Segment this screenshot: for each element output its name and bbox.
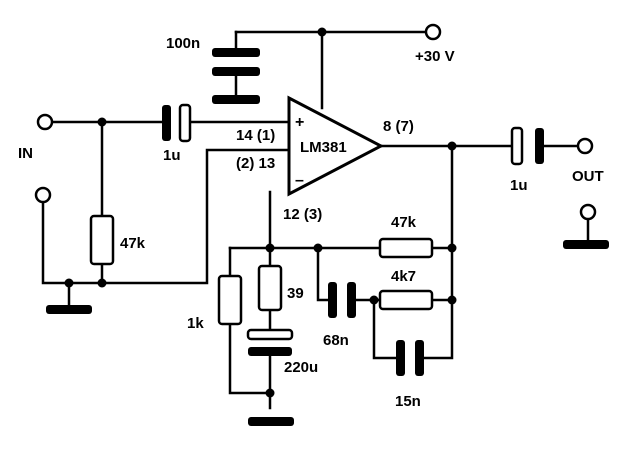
supply-terminal xyxy=(424,23,442,41)
resistor-4k7 xyxy=(378,289,434,311)
capacitor-220u xyxy=(246,328,294,356)
ground-symbol-top xyxy=(212,95,260,104)
label-cap-100n: 100n xyxy=(166,35,200,52)
label-output: OUT xyxy=(572,168,604,185)
ground-symbol-left xyxy=(46,305,92,314)
label-cap-68n: 68n xyxy=(323,332,349,349)
label-ic: LM381 xyxy=(300,139,347,156)
ground-symbol-output xyxy=(563,240,609,249)
inverting-sign: – xyxy=(295,172,304,189)
resistor-47k-feedback xyxy=(378,237,434,259)
junction-dots xyxy=(64,27,457,398)
capacitor-68n xyxy=(328,282,356,318)
capacitor-100n xyxy=(212,48,260,76)
resistor-47k-input xyxy=(89,214,115,266)
label-cap-15n: 15n xyxy=(395,393,421,410)
resistor-39 xyxy=(257,264,283,312)
label-r-47k-feedback: 47k xyxy=(391,214,417,231)
label-r-1k: 1k xyxy=(187,315,204,332)
label-pin-ground: 12 (3) xyxy=(283,206,322,223)
label-r-47k-input: 47k xyxy=(120,235,146,252)
label-cap-220u: 220u xyxy=(284,359,318,376)
label-cap-1u-input: 1u xyxy=(163,147,181,164)
label-r-39: 39 xyxy=(287,285,304,302)
output-terminal xyxy=(576,137,594,155)
ground-symbol-bottom xyxy=(248,417,294,426)
label-pin-noninverting: 14 (1) xyxy=(236,127,275,144)
capacitor-1u-output xyxy=(510,126,544,166)
output-ground-terminal xyxy=(579,203,597,221)
label-cap-1u-output: 1u xyxy=(510,177,528,194)
lm381-opamp xyxy=(287,95,385,197)
capacitor-15n xyxy=(396,340,424,376)
label-input: IN xyxy=(18,145,33,162)
label-pin-output: 8 (7) xyxy=(383,118,414,135)
label-pin-inverting: (2) 13 xyxy=(236,155,275,172)
input-ground-terminal xyxy=(34,186,52,204)
input-terminal xyxy=(36,113,54,131)
resistor-1k xyxy=(217,274,243,326)
label-r-4k7: 4k7 xyxy=(391,268,416,285)
capacitor-1u-input xyxy=(162,103,192,143)
label-supply: +30 V xyxy=(415,48,455,65)
noninverting-sign: + xyxy=(295,114,304,131)
